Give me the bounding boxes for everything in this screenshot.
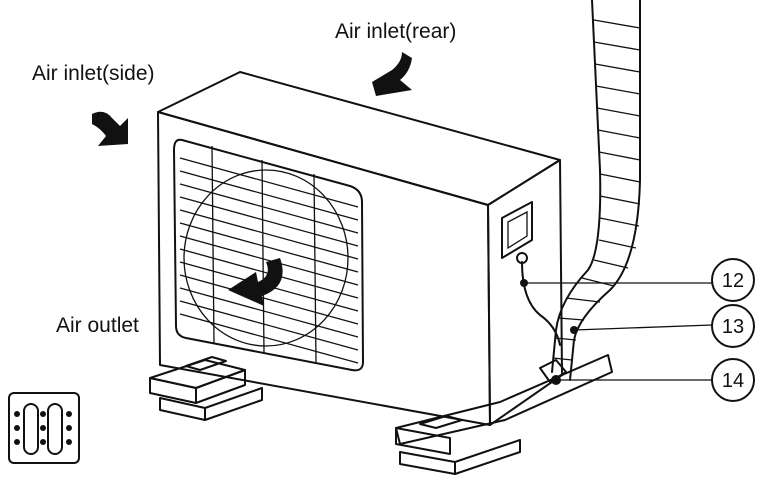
fan-ring: [183, 169, 349, 347]
callout-13: 13: [711, 304, 755, 348]
callout-12: 12: [711, 258, 755, 302]
service-panel: [501, 201, 533, 264]
air-outlet-arrow-icon: [228, 258, 283, 306]
foam-support-right: [395, 354, 613, 475]
callout-13-number: 13: [722, 316, 744, 338]
callout-14: 14: [711, 358, 755, 402]
air-inlet-rear-label: Air inlet(rear): [335, 20, 456, 43]
pipe-bundle: [520, 0, 641, 385]
air-inlet-rear-arrow-icon: [372, 52, 412, 96]
air-inlet-side-arrow-icon: [92, 111, 128, 146]
air-inlet-side-label: Air inlet(side): [32, 62, 155, 85]
callout-14-number: 14: [722, 370, 744, 392]
leader-lines: [524, 282, 713, 381]
foam-support-left: [149, 356, 263, 421]
air-outlet-label: Air outlet: [56, 314, 139, 337]
outdoor-unit: [157, 71, 563, 426]
condensate-drain-symbol-icon: [8, 392, 80, 464]
callout-12-number: 12: [722, 270, 744, 292]
grille-bars: [179, 157, 359, 364]
